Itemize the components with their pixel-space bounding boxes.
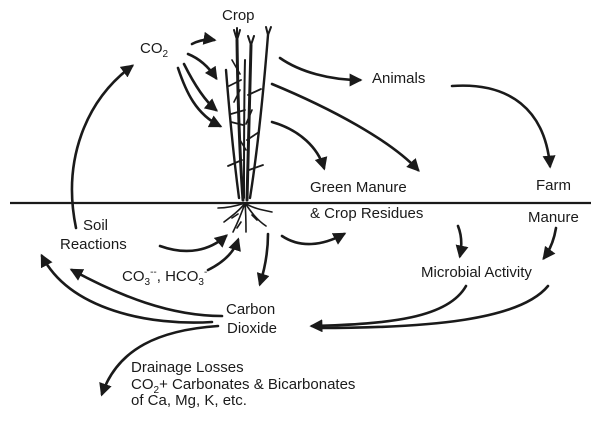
animals-label: Animals bbox=[372, 70, 425, 87]
arrow-residues-to-microbial bbox=[458, 226, 461, 256]
arrow-roots-to-co2 bbox=[260, 234, 268, 284]
carbon-label: Carbon bbox=[226, 301, 275, 318]
bicarbonate-text-subscript: 3 bbox=[198, 277, 204, 288]
arrow-crop-to-animals bbox=[280, 58, 360, 80]
reactions-label: Reactions bbox=[60, 236, 127, 253]
carbonate-ions-label: CO3--, HCO3- bbox=[122, 268, 207, 285]
arrow-roots-to-residues bbox=[282, 234, 344, 244]
drainage-cations-label: of Ca, Mg, K, etc. bbox=[131, 392, 247, 409]
carbonate-text: CO3 bbox=[122, 268, 150, 285]
root-system-icon bbox=[218, 203, 272, 232]
dioxide-label: Dioxide bbox=[227, 320, 277, 337]
soil-label: Soil bbox=[83, 217, 108, 234]
drainage-carbonates-label: CO2+ Carbonates & Bicarbonates bbox=[131, 376, 355, 393]
manure-label: Manure bbox=[528, 209, 579, 226]
arrow-microbial-to-co2-1 bbox=[312, 286, 466, 326]
crop-plant-icon bbox=[226, 27, 271, 200]
arrow-manure-to-microbial bbox=[544, 228, 556, 258]
crop-residues-label: & Crop Residues bbox=[310, 205, 423, 222]
carbonate-text-subscript: 3 bbox=[145, 277, 151, 288]
bicarbonate-text: HCO3 bbox=[165, 268, 204, 285]
arrow-co2-to-crop-1 bbox=[192, 40, 214, 44]
farm-label: Farm bbox=[536, 177, 571, 194]
green-manure-label: Green Manure bbox=[310, 179, 407, 196]
arrow-crop-to-residues-1 bbox=[272, 122, 324, 168]
crop-label: Crop bbox=[222, 7, 255, 24]
arrow-crop-to-residues-2 bbox=[272, 84, 418, 170]
microbial-activity-label: Microbial Activity bbox=[421, 264, 532, 281]
arrow-soil-to-roots bbox=[160, 236, 226, 251]
co2-subscript: 2 bbox=[163, 49, 169, 60]
arrow-microbial-to-co2-2 bbox=[318, 286, 548, 328]
arrow-animals-to-manure bbox=[452, 86, 550, 166]
bicarbonate-charge: - bbox=[204, 267, 207, 278]
drainage-losses-label: Drainage Losses bbox=[131, 359, 244, 376]
ion-separator: , bbox=[157, 268, 165, 285]
co2-prefix: CO bbox=[140, 40, 163, 57]
atmospheric-co2-label: CO2 bbox=[140, 40, 168, 57]
carbonate-charge: -- bbox=[150, 267, 157, 278]
arrow-co2-to-crop-2 bbox=[188, 54, 216, 78]
